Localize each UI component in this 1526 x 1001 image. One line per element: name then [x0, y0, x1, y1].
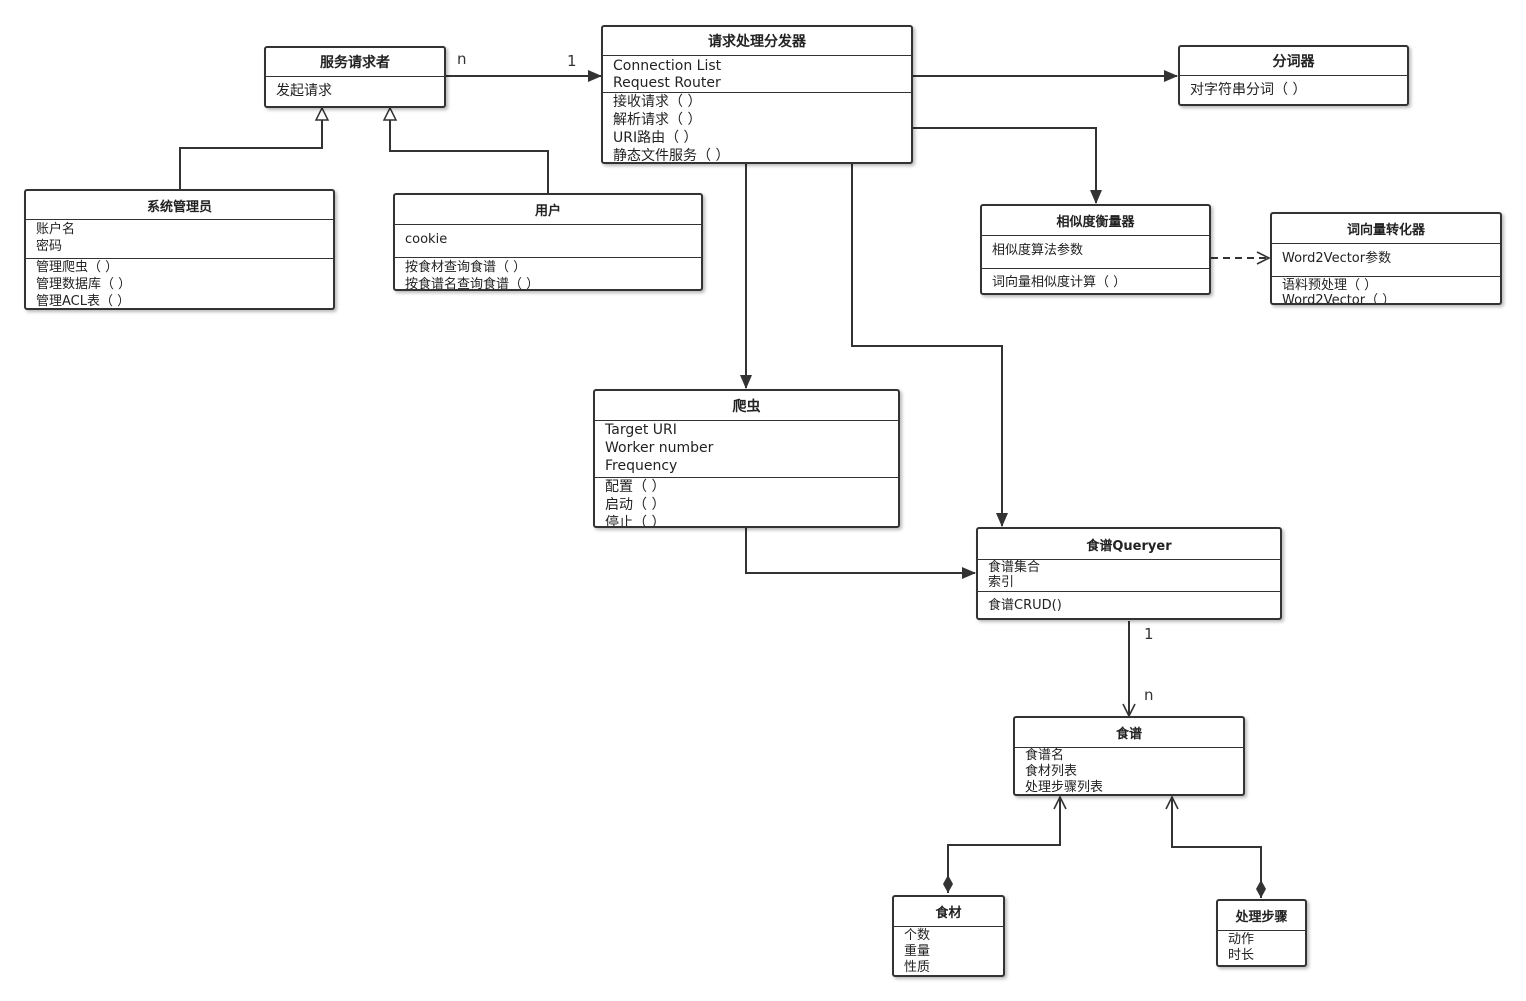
class-user[interactable]: 用户 cookie 按食材查询食谱（ ） 按食谱名查询食谱（ ） [393, 193, 703, 291]
attribute: Word2Vector参数 [1282, 251, 1392, 266]
class-processing-step[interactable]: 处理步骤 动作 时长 [1216, 899, 1307, 967]
attributes-section: 相似度算法参数 [982, 236, 1209, 268]
class-ingredient[interactable]: 食材 个数 重量 性质 [892, 895, 1005, 977]
methods-section: 按食材查询食谱（ ） 按食谱名查询食谱（ ） [395, 257, 701, 291]
class-recipe[interactable]: 食谱 食谱名 食材列表 处理步骤列表 [1013, 716, 1245, 796]
multiplicity-requester: n [457, 50, 467, 68]
attribute: 重量 [904, 944, 931, 959]
assoc-dispatcher-queryer [851, 164, 1008, 527]
class-tokenizer[interactable]: 分词器 对字符串分词（ ） [1178, 45, 1409, 106]
assoc-dispatcher-similarity [913, 127, 1102, 204]
attribute: Target URI [605, 422, 677, 438]
attribute: Request Router [613, 75, 721, 91]
attribute: Worker number [605, 440, 714, 456]
methods-section: 食谱CRUD() [978, 591, 1280, 617]
class-title: 用户 [395, 195, 701, 225]
method: 词向量相似度计算（ ） [992, 275, 1127, 290]
attribute: Connection List [613, 58, 722, 74]
comp-step-recipe [1172, 797, 1261, 898]
class-title: 词向量转化器 [1272, 214, 1500, 244]
attributes-section: 食谱名 食材列表 处理步骤列表 [1015, 748, 1243, 795]
method: 发起请求 [276, 83, 332, 99]
attributes-section: 账户名 密码 [26, 220, 333, 258]
methods-section: 发起请求 [266, 77, 444, 102]
method: 管理数据库（ ） [36, 277, 132, 292]
class-title: 处理步骤 [1218, 901, 1305, 931]
class-system-admin[interactable]: 系统管理员 账户名 密码 管理爬虫（ ） 管理数据库（ ） 管理ACL表（ ） [24, 189, 335, 310]
class-recipe-queryer[interactable]: 食谱Queryer 食谱集合 索引 食谱CRUD() [976, 527, 1282, 620]
multiplicity-dispatcher: 1 [567, 52, 577, 70]
method: 食谱CRUD() [988, 598, 1062, 613]
method: 按食材查询食谱（ ） [405, 260, 527, 275]
method: 按食谱名查询食谱（ ） [405, 277, 540, 291]
attribute: 相似度算法参数 [992, 243, 1084, 258]
attributes-section: Word2Vector参数 [1272, 244, 1500, 276]
method: 配置（ ） [605, 479, 666, 495]
methods-section: 词向量相似度计算（ ） [982, 268, 1209, 293]
gen-user-requester [390, 108, 549, 193]
attribute: cookie [405, 232, 448, 247]
methods-section: 语料预处理（ ） Word2Vector（ ） [1272, 276, 1500, 305]
method: 接收请求（ ） [613, 94, 702, 110]
comp-ingredient-recipe [948, 797, 1060, 893]
class-similarity-meter[interactable]: 相似度衡量器 相似度算法参数 词向量相似度计算（ ） [980, 204, 1211, 295]
class-title: 服务请求者 [266, 48, 444, 77]
class-title: 分词器 [1180, 47, 1407, 76]
class-title: 食谱Queryer [978, 529, 1280, 560]
multiplicity-recipe: n [1144, 686, 1154, 704]
method: 解析请求（ ） [613, 112, 702, 128]
class-title: 系统管理员 [26, 191, 333, 220]
method: 停止（ ） [605, 515, 666, 528]
class-crawler[interactable]: 爬虫 Target URI Worker number Frequency 配置… [593, 389, 900, 528]
attribute: Frequency [605, 458, 678, 474]
attribute: 食谱集合 [988, 560, 1041, 575]
class-title: 食谱 [1015, 718, 1243, 748]
class-title: 相似度衡量器 [982, 206, 1209, 236]
method: 对字符串分词（ ） [1190, 82, 1307, 98]
gen-admin-requester [179, 108, 322, 189]
methods-section: 配置（ ） 启动（ ） 停止（ ） [595, 477, 898, 528]
multiplicity-queryer: 1 [1144, 625, 1154, 643]
attributes-section: 动作 时长 [1218, 931, 1305, 964]
method: 启动（ ） [605, 497, 666, 513]
attribute: 索引 [988, 575, 1015, 590]
class-word2vec-converter[interactable]: 词向量转化器 Word2Vector参数 语料预处理（ ） Word2Vecto… [1270, 212, 1502, 305]
attributes-section: cookie [395, 225, 701, 257]
attribute: 时长 [1228, 948, 1255, 963]
attribute: 食材列表 [1025, 764, 1078, 779]
class-title: 爬虫 [595, 391, 898, 421]
attributes-section: 个数 重量 性质 [894, 927, 1003, 975]
attribute: 食谱名 [1025, 748, 1065, 763]
method: 语料预处理（ ） [1282, 278, 1378, 293]
class-title: 请求处理分发器 [603, 27, 911, 56]
method: 管理爬虫（ ） [36, 260, 119, 275]
method: URI路由（ ） [613, 130, 698, 146]
attribute: 密码 [36, 239, 63, 254]
method: 静态文件服务（ ） [613, 148, 730, 164]
class-service-requester[interactable]: 服务请求者 发起请求 [264, 46, 446, 108]
assoc-crawler-queryer [745, 528, 976, 579]
attribute: 个数 [904, 928, 931, 943]
attributes-section: Target URI Worker number Frequency [595, 421, 898, 477]
attribute: 处理步骤列表 [1025, 780, 1104, 795]
attribute: 账户名 [36, 222, 76, 237]
methods-section: 管理爬虫（ ） 管理数据库（ ） 管理ACL表（ ） [26, 258, 333, 309]
attribute: 动作 [1228, 932, 1255, 947]
class-title: 食材 [894, 897, 1003, 927]
method: 管理ACL表（ ） [36, 294, 131, 309]
attributes-section: 食谱集合 索引 [978, 560, 1280, 591]
attributes-section: Connection List Request Router [603, 56, 911, 92]
class-request-dispatcher[interactable]: 请求处理分发器 Connection List Request Router 接… [601, 25, 913, 164]
methods-section: 接收请求（ ） 解析请求（ ） URI路由（ ） 静态文件服务（ ） [603, 92, 911, 164]
attribute: 性质 [904, 960, 931, 975]
method: Word2Vector（ ） [1282, 293, 1396, 305]
methods-section: 对字符串分词（ ） [1180, 76, 1407, 101]
